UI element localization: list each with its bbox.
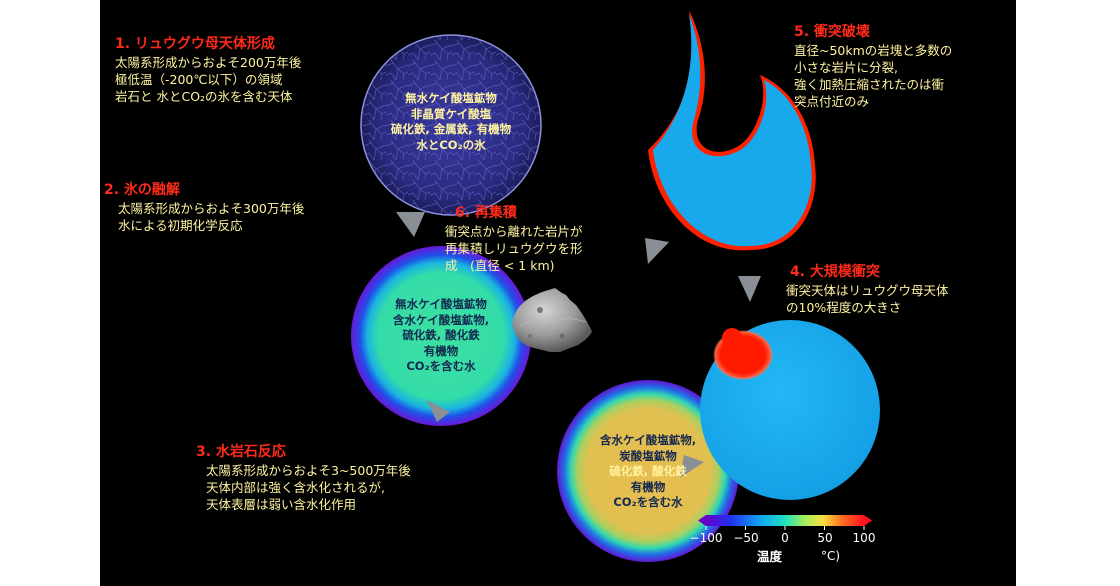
- stage-4-line: 衝突天体はリュウグウ母天体: [786, 283, 949, 298]
- stage-2-line: 水による初期化学反応: [118, 218, 243, 233]
- temperature-colorbar: [698, 515, 872, 530]
- colorbar-label: 温度: [757, 549, 783, 564]
- ice-melting-body: [351, 246, 531, 426]
- composition-line: 無水ケイ酸塩鉱物: [405, 91, 497, 105]
- stage-3: 3. 水岩石反応 太陽系形成からおよそ3~500万年後 天体内部は強く含水化され…: [196, 444, 411, 513]
- stage-5-line: 強く加熱圧縮されたのは衝: [794, 77, 945, 92]
- diagram-canvas: 無水ケイ酸塩鉱物 非晶質ケイ酸塩 硫化鉄, 金属鉄, 有機物 水とCO₂の氷 無…: [100, 0, 1016, 586]
- stage-3-line: 天体内部は強く含水化されるが,: [206, 480, 385, 495]
- arrow-4-to-5: [738, 276, 761, 302]
- stage-1-heading: 1. リュウグウ母天体形成: [115, 36, 275, 52]
- stage-6-line: 成 (直径 < 1 km): [445, 258, 555, 273]
- composition-line: 無水ケイ酸塩鉱物: [395, 297, 487, 311]
- composition-line: 硫化鉄, 酸化鉄: [402, 328, 480, 342]
- stage-6-line: 衝突点から離れた岩片が: [445, 224, 583, 239]
- stage-2-heading: 2. 氷の融解: [104, 182, 180, 198]
- composition-line: 含水ケイ酸塩鉱物,: [599, 433, 697, 447]
- composition-line: 有機物: [630, 479, 666, 494]
- composition-line: 硫化鉄, 酸化鉄: [609, 464, 687, 478]
- composition-line: CO₂を含む水: [406, 359, 476, 373]
- stage-2: 2. 氷の融解 太陽系形成からおよそ300万年後 水による初期化学反応: [104, 182, 304, 234]
- composition-line: 硫化鉄, 金属鉄, 有機物: [390, 122, 512, 136]
- colorbar-unit: °C): [821, 549, 841, 563]
- stage-5: 5. 衝突破壊 直径~50kmの岩塊と多数の 小さな岩片に分裂, 強く加熱圧縮さ…: [794, 24, 952, 110]
- parent-body-composition: 無水ケイ酸塩鉱物 非晶質ケイ酸塩 硫化鉄, 金属鉄, 有機物 水とCO₂の氷: [371, 91, 531, 153]
- composition-line: 含水ケイ酸塩鉱物,: [392, 312, 490, 327]
- stage-5-heading: 5. 衝突破壊: [794, 24, 870, 40]
- arrow-1-to-2: [396, 212, 425, 237]
- diagram-graphics: [351, 10, 880, 562]
- ryugu-asteroid: [512, 288, 592, 352]
- arrow-5-to-6: [645, 238, 669, 264]
- stage-4-line: の10%程度の大きさ: [786, 300, 902, 315]
- stage-6-line: 再集積しリュウグウを形: [445, 241, 583, 256]
- disruption-fragment: [648, 10, 816, 251]
- ice-melting-composition: 無水ケイ酸塩鉱物 含水ケイ酸塩鉱物, 硫化鉄, 酸化鉄 有機物 CO₂を含む水: [361, 297, 521, 375]
- water-rock-composition: 含水ケイ酸塩鉱物, 炭酸塩鉱物 硫化鉄, 酸化鉄 有機物 CO₂を含む水: [568, 433, 728, 511]
- arrow-3-to-4: [680, 455, 704, 478]
- stage-2-line: 太陽系形成からおよそ300万年後: [118, 201, 305, 216]
- composition-line: 炭酸塩鉱物: [619, 448, 677, 463]
- composition-line: 水とCO₂の氷: [416, 137, 486, 152]
- stage-6: 6. 再集積 衝突点から離れた岩片が 再集積しリュウグウを形 成 (直径 < 1…: [445, 205, 583, 274]
- stage-3-line: 天体表層は弱い含水化作用: [206, 497, 357, 512]
- stage-5-line: 小さな岩片に分裂,: [794, 60, 898, 75]
- stage-4: 4. 大規模衝突 衝突天体はリュウグウ母天体 の10%程度の大きさ: [786, 264, 949, 316]
- water-rock-reaction-body: [557, 380, 739, 562]
- colorbar-tick: −50: [733, 531, 759, 545]
- stage-3-line: 太陽系形成からおよそ3~500万年後: [206, 463, 411, 478]
- colorbar-tick: 50: [817, 531, 833, 545]
- stage-1-line: 極低温（-200℃以下）の領域: [115, 72, 283, 87]
- stage-3-heading: 3. 水岩石反応: [196, 444, 286, 460]
- large-impact-body: [700, 320, 880, 500]
- arrow-2-to-3: [427, 400, 450, 422]
- parent-body-ice-rock: [360, 34, 542, 216]
- stage-1-line: 太陽系形成からおよそ200万年後: [115, 55, 302, 70]
- colorbar-tick: 100: [852, 531, 876, 545]
- composition-line: CO₂を含む水: [613, 495, 683, 509]
- colorbar-tick: 0: [781, 531, 789, 545]
- stage-1-line: 岩石と 水とCO₂の氷を含む天体: [115, 89, 293, 104]
- stage-5-line: 直径~50kmの岩塊と多数の: [794, 43, 953, 58]
- stage-1: 1. リュウグウ母天体形成 太陽系形成からおよそ200万年後 極低温（-200℃…: [115, 36, 301, 105]
- composition-line: 有機物: [423, 343, 459, 358]
- stage-6-heading: 6. 再集積: [455, 205, 517, 221]
- stage-4-heading: 4. 大規模衝突: [790, 264, 880, 280]
- stage-5-line: 突点付近のみ: [794, 94, 870, 109]
- composition-line: 非晶質ケイ酸塩: [410, 106, 492, 121]
- colorbar-tick: −100: [689, 531, 723, 545]
